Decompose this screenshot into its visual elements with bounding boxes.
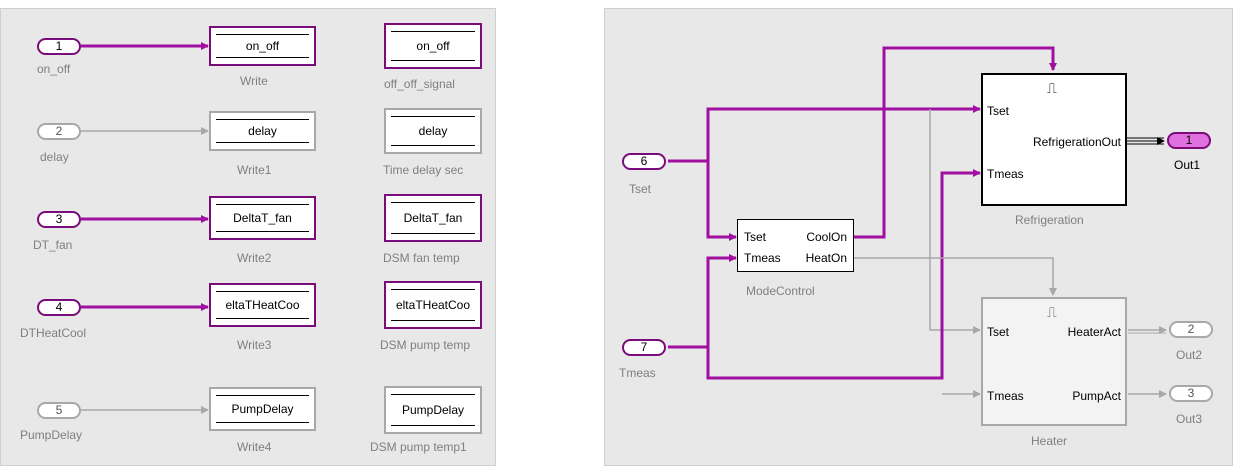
wire-tmeas-refrigeration [706,169,981,380]
inport-4[interactable]: 4 [37,299,81,316]
modecontrol-in-tmeas: Tmeas [744,251,781,265]
inport-3-label: DT_fan [33,238,73,252]
modecontrol-block[interactable]: Tset Tmeas CoolOn HeatOn [737,219,854,272]
memory-label: DSM pump temp [380,338,471,352]
modecontrol-label: ModeControl [746,284,815,298]
memory-text: eltaTHeatCoo [395,298,471,312]
modecontrol-in-tset: Tset [744,230,767,244]
write4-block-text: PumpDelay [231,402,294,416]
data-store-memory-pump1[interactable]: PumpDelay [384,386,482,434]
memory-text: DeltaT_fan [403,211,463,225]
trigger-icon: ⎍ [1047,80,1057,96]
refrigeration-out: RefrigerationOut [1032,135,1121,149]
outport-3-label: Out3 [1176,412,1203,426]
refrigeration-label: Refrigeration [1015,213,1084,227]
inport-6-label: Tset [629,182,652,196]
write-block-label: Write [240,74,268,88]
inport-7[interactable]: 7 [622,339,666,356]
wire-heaton-trigger [854,257,1057,296]
memory-label: DSM pump temp1 [370,440,467,454]
inport-1[interactable]: 1 [37,38,81,55]
outport-3[interactable]: 3 [1169,385,1213,402]
inport-1-label: on_off [37,62,71,76]
heater-block[interactable]: ⎍ Tset Tmeas HeaterAct PumpAct [981,297,1127,426]
trigger-icon: ⎍ [1047,304,1057,320]
write2-block[interactable]: DeltaT_fan [209,196,316,240]
memory-text: delay [418,124,448,138]
data-store-memory-on-off[interactable]: on_off [384,23,482,69]
write3-block-text: eltaTHeatCoo [225,298,300,312]
refrigeration-in-tset: Tset [987,104,1010,118]
write2-block-label: Write2 [237,251,272,265]
heater-out-heateract: HeaterAct [1067,325,1121,339]
write-block-text: on_off [245,39,280,53]
wire-coolon-trigger [854,46,1057,239]
modecontrol-out-heaton: HeatOn [805,251,847,265]
refrigeration-in-tmeas: Tmeas [987,167,1024,181]
outport-2-label: Out2 [1176,348,1203,362]
memory-text: PumpDelay [401,403,465,417]
inport-2-label: delay [40,150,69,164]
data-store-memory-fan[interactable]: DeltaT_fan [384,194,482,242]
inport-6[interactable]: 6 [622,153,666,170]
memory-text: on_off [416,39,450,53]
memory-label: Time delay sec [383,163,464,177]
inport-5[interactable]: 5 [37,402,81,419]
write4-block[interactable]: PumpDelay [209,387,316,431]
outport-2[interactable]: 2 [1169,321,1213,338]
memory-label: off_off_signal [384,77,455,91]
heater-out-pumpact: PumpAct [1072,389,1121,403]
write-block[interactable]: on_off [209,26,316,66]
wire-tset-heater [929,109,981,334]
heater-in-tmeas: Tmeas [987,389,1024,403]
data-store-memory-pump[interactable]: eltaTHeatCoo [384,281,482,329]
outport-1-label: Out1 [1174,158,1201,172]
data-store-memory-delay[interactable]: delay [384,108,482,154]
write1-block[interactable]: delay [209,111,316,151]
write3-block-label: Write3 [237,338,272,352]
memory-label: DSM fan temp [383,251,460,265]
outport-1[interactable]: 1 [1167,132,1211,149]
write1-block-label: Write1 [237,163,272,177]
write3-block[interactable]: eltaTHeatCoo [209,283,316,327]
inport-5-label: PumpDelay [20,428,83,442]
write2-block-text: DeltaT_fan [233,211,292,225]
inport-2[interactable]: 2 [37,123,81,140]
write4-block-label: Write4 [237,440,272,454]
refrigeration-block[interactable]: ⎍ Tset Tmeas RefrigerationOut [981,73,1127,206]
wire-tset-modecontrol [668,159,737,241]
wire-tmeas-modecontrol [668,254,737,349]
inport-4-label: DTHeatCool [20,326,87,340]
heater-in-tset: Tset [987,325,1010,339]
write1-block-text: delay [248,124,277,138]
modecontrol-out-coolon: CoolOn [806,230,847,244]
heater-label: Heater [1031,434,1068,448]
wire-tset-refrigeration [706,105,981,161]
inport-3[interactable]: 3 [37,211,81,228]
inport-7-label: Tmeas [619,366,656,380]
